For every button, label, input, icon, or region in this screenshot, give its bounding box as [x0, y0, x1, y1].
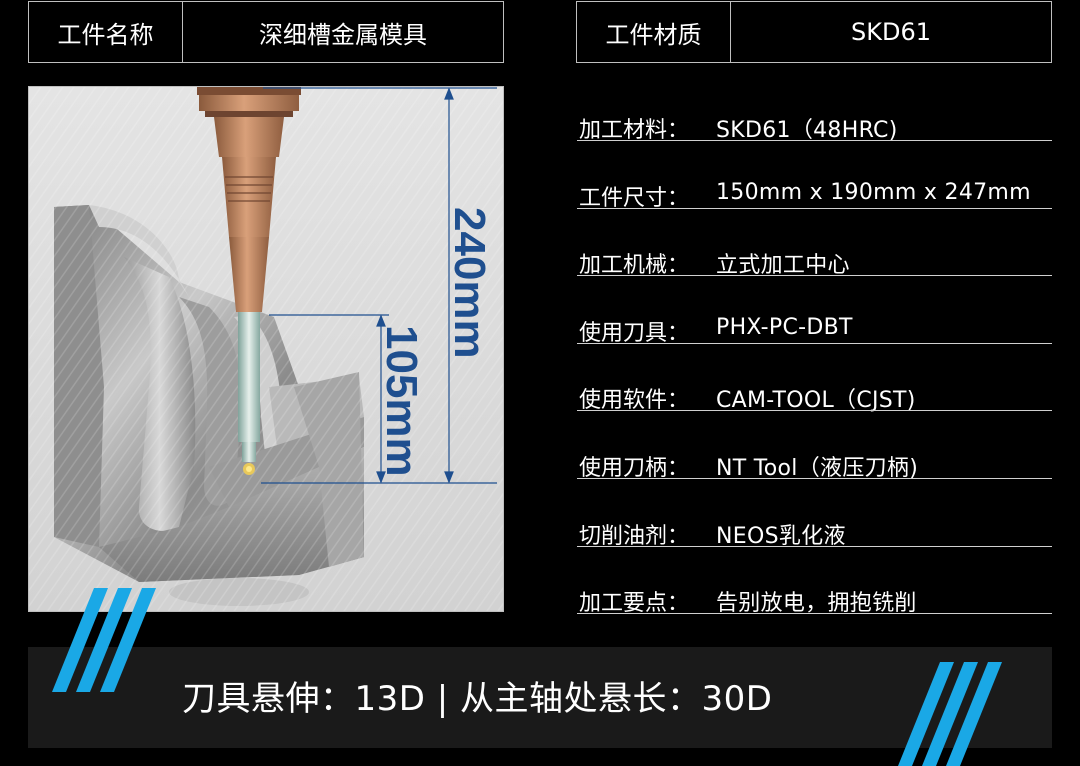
spec-row: 加工材料： SKD61（48HRC) [577, 108, 1052, 176]
overhang-text: 刀具悬伸：13D | 从主轴处悬长：30D [182, 679, 773, 719]
mold-render-image: 240mm 105mm [29, 87, 503, 611]
workpiece-material-value: SKD61 [851, 18, 931, 46]
spec-divider [577, 342, 1052, 344]
spec-row: 使用软件： CAM-TOOL（CJST) [577, 378, 1052, 446]
spec-key: 使用刀柄： [579, 455, 690, 481]
spec-key: 加工机械： [579, 253, 690, 279]
spec-row: 加工机械： 立式加工中心 [577, 243, 1052, 311]
spec-divider [577, 545, 1052, 547]
accent-stripes-right [898, 662, 1002, 766]
spec-key: 工件尺寸： [579, 185, 690, 211]
spec-value: CAM-TOOL（CJST) [716, 388, 916, 414]
workpiece-name-value: 深细槽金属模具 [259, 20, 427, 49]
spec-row: 切削油剂： NEOS乳化液 [577, 514, 1052, 582]
spec-row: 工件尺寸： 150mm x 190mm x 247mm [577, 176, 1052, 244]
spec-row: 使用刀具： PHX-PC-DBT [577, 311, 1052, 379]
spec-key: 加工要点： [579, 591, 690, 617]
spec-value: 告别放电，拥抱铣削 [716, 591, 917, 617]
spec-row: 使用刀柄： NT Tool（液压刀柄) [577, 446, 1052, 514]
spec-row: 加工要点： 告别放电，拥抱铣削 [577, 581, 1052, 649]
spec-divider [577, 275, 1052, 277]
spec-divider [577, 477, 1052, 479]
spec-value: PHX-PC-DBT [716, 314, 853, 340]
spec-divider [577, 410, 1052, 412]
machining-render: 240mm 105mm [28, 86, 504, 612]
spec-divider [577, 140, 1052, 141]
spec-value: SKD61（48HRC) [716, 118, 898, 143]
spec-divider [577, 207, 1052, 209]
spec-list: 加工材料： SKD61（48HRC) 工件尺寸： 150mm x 190mm x… [577, 108, 1052, 649]
spec-key: 使用软件： [579, 388, 690, 414]
spec-key: 使用刀具： [579, 320, 690, 346]
accent-stripes-left [52, 588, 156, 692]
spec-value: 150mm x 190mm x 247mm [716, 179, 1031, 205]
workpiece-material-label: 工件材质 [577, 2, 731, 62]
dimension-105mm: 105mm [377, 325, 426, 477]
workpiece-material-box: 工件材质 SKD61 [576, 1, 1052, 63]
spec-divider [577, 613, 1052, 615]
workpiece-name-box: 工件名称 深细槽金属模具 [28, 1, 504, 63]
spec-key: 切削油剂： [579, 523, 690, 549]
overhang-banner: 刀具悬伸：13D | 从主轴处悬长：30D [28, 647, 1052, 748]
spec-value: 立式加工中心 [716, 253, 850, 279]
workpiece-name-label: 工件名称 [29, 2, 183, 62]
spec-value: NEOS乳化液 [716, 523, 846, 549]
dimension-240mm: 240mm [445, 207, 494, 359]
spec-key: 加工材料： [579, 118, 690, 143]
spec-value: NT Tool（液压刀柄) [716, 455, 919, 481]
